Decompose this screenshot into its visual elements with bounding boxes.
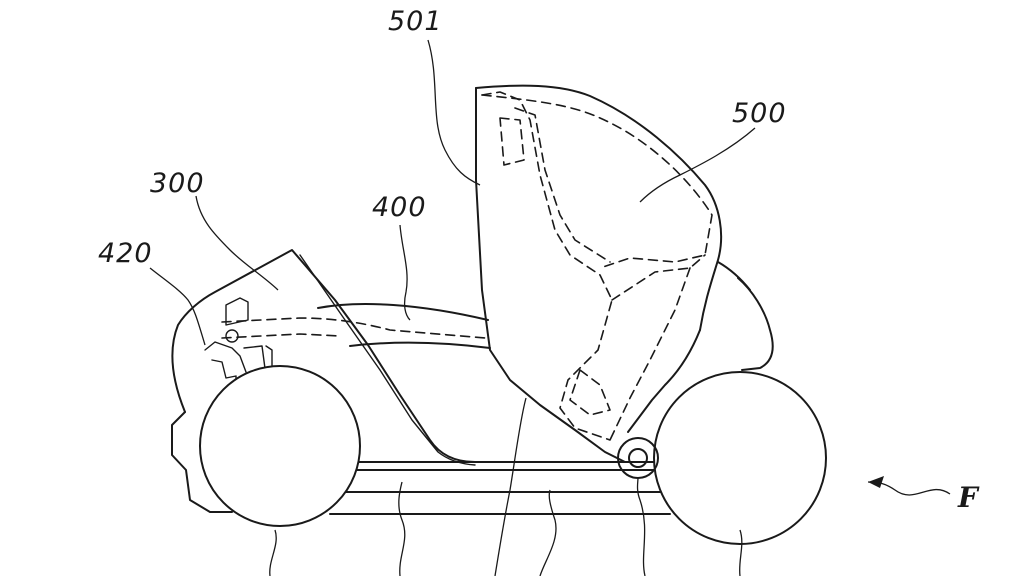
label-501: 501	[388, 6, 443, 37]
leader-lines	[149, 39, 756, 576]
canopy-inner-frame	[481, 91, 713, 441]
rear-body	[171, 249, 491, 513]
pivot-hinge	[617, 437, 659, 479]
canopy-door	[475, 84, 774, 463]
label-direction-f: F	[957, 481, 980, 514]
label-300: 300	[150, 168, 205, 199]
label-400: 400	[372, 192, 427, 223]
label-420: 420	[98, 238, 153, 269]
label-500: 500	[732, 98, 787, 129]
rear-wheel	[199, 365, 361, 527]
direction-arrow	[867, 476, 951, 496]
chassis-frame	[329, 461, 671, 515]
front-wheel	[653, 371, 827, 545]
